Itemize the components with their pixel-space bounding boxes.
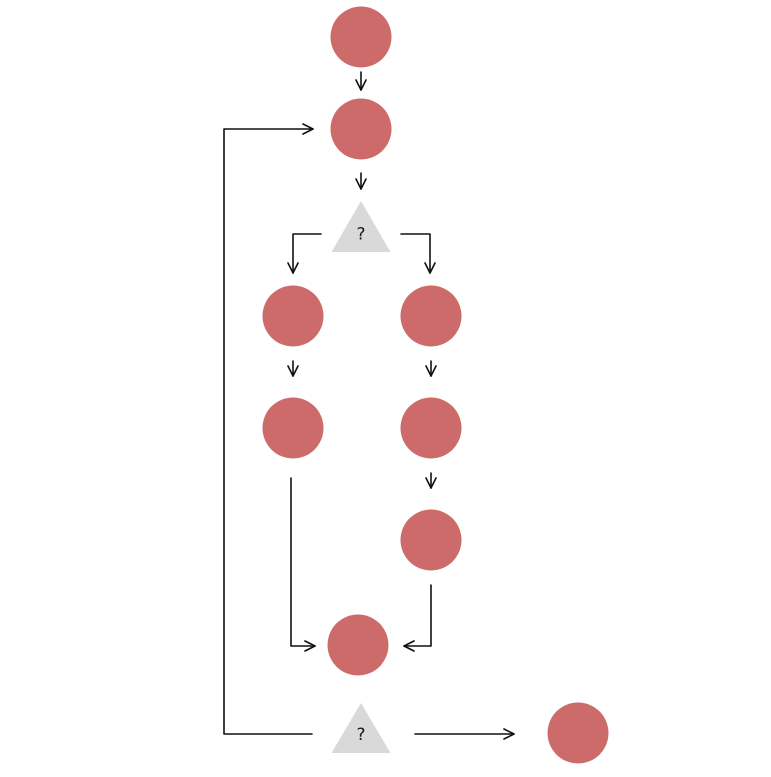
process-node-right-1: [400, 285, 462, 347]
decision-node-2: ?: [331, 703, 391, 753]
decision-label-1: ?: [356, 225, 365, 245]
edge-left-2-to-merge: [290, 477, 316, 652]
edge-decision-to-left-branch: [287, 233, 322, 274]
edges-layer: [223, 71, 515, 740]
process-node-step: [330, 98, 392, 160]
process-node-start: [330, 6, 392, 68]
nodes-layer: ? ?: [262, 6, 609, 764]
edge-loop-back-to-step: [223, 123, 314, 735]
process-node-right-2: [400, 397, 462, 459]
decision-triangle-1: [331, 201, 391, 252]
process-node-left-2: [262, 397, 324, 459]
decision-triangle-2: [331, 703, 391, 753]
edge-decision-to-right-branch: [400, 233, 436, 274]
process-node-right-3: [400, 509, 462, 571]
decision-label-2: ?: [356, 725, 365, 745]
process-node-left-1: [262, 285, 324, 347]
decision-node-1: ?: [331, 201, 391, 252]
process-node-end: [547, 702, 609, 764]
process-node-merge: [327, 614, 389, 676]
edge-right-3-to-merge: [403, 584, 432, 652]
